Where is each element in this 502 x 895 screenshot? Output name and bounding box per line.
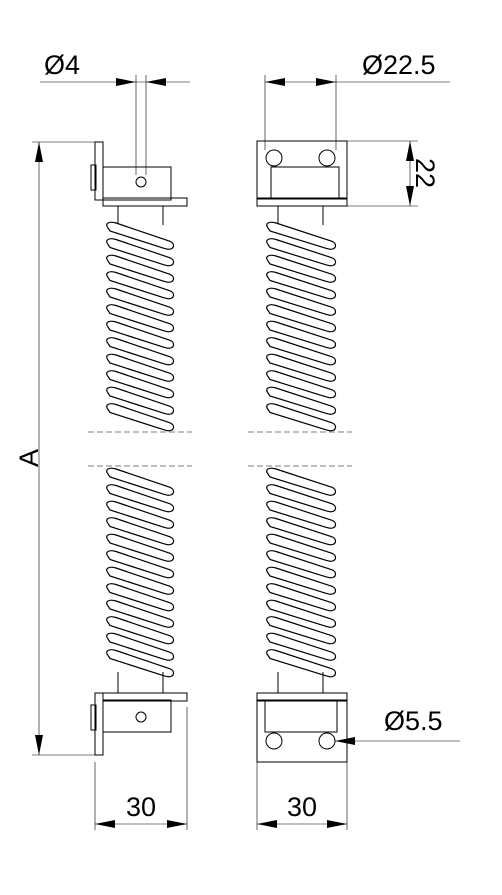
spring-coil: [266, 632, 337, 661]
dimension-right-width: 30: [256, 762, 348, 830]
spring-coil: [266, 353, 337, 382]
spring-coil: [106, 320, 175, 349]
spring-coil: [266, 386, 337, 415]
dimension-left-width-label: 30: [126, 792, 156, 822]
spring-coil: [106, 632, 175, 661]
right-bottom-bracket: [256, 672, 348, 763]
spring-coil: [106, 583, 175, 612]
left-spring-upper: [106, 221, 175, 432]
spring-coil: [106, 517, 175, 546]
dimension-overall-length-label: A: [14, 449, 44, 467]
spring-coil: [266, 320, 337, 349]
dimension-spring-diameter: Ø22.5: [264, 50, 450, 150]
spring-coil: [106, 403, 175, 432]
dimension-bracket-height: 22: [347, 140, 440, 207]
spring-coil: [266, 370, 337, 399]
spring-coil: [266, 500, 337, 529]
spring-coil: [106, 238, 175, 267]
spring-coil: [266, 533, 337, 562]
spring-coil: [266, 616, 337, 645]
left-bottom-bracket: [90, 672, 188, 756]
dimension-bottom-hole-diameter: Ø5.5: [335, 706, 460, 745]
spring-coil: [106, 386, 175, 415]
spring-coil: [266, 238, 337, 267]
left-spring-lower: [106, 467, 175, 678]
right-front-view: [248, 140, 352, 763]
spring-coil: [266, 649, 337, 678]
spring-coil: [106, 550, 175, 579]
spring-coil: [266, 599, 337, 628]
dimension-bracket-height-label: 22: [410, 158, 440, 188]
spring-coil: [106, 649, 175, 678]
spring-coil: [106, 287, 175, 316]
left-side-view: [88, 141, 192, 756]
spring-coil: [266, 484, 337, 513]
right-top-bracket: [256, 140, 348, 225]
spring-coil: [106, 467, 175, 496]
spring-coil: [106, 566, 175, 595]
right-spring-upper: [266, 221, 337, 432]
spring-coil: [266, 550, 337, 579]
spring-coil: [106, 221, 175, 250]
spring-coil: [266, 254, 337, 283]
spring-coil: [266, 304, 337, 333]
spring-coil: [106, 370, 175, 399]
spring-coil: [106, 271, 175, 300]
spring-coil: [106, 304, 175, 333]
spring-coil: [266, 403, 337, 432]
spring-coil: [106, 484, 175, 513]
spring-coil: [106, 337, 175, 366]
dimension-right-width-label: 30: [287, 792, 317, 822]
spring-coil: [266, 566, 337, 595]
spring-coil: [266, 221, 337, 250]
dimension-bottom-hole-diameter-label: Ø5.5: [384, 706, 443, 736]
dimension-hole-diameter: Ø4: [40, 50, 190, 175]
right-spring-lower: [266, 467, 337, 678]
spring-coil: [106, 599, 175, 628]
spring-coil: [266, 467, 337, 496]
dimension-overall-length: A: [14, 141, 95, 756]
dimension-spring-diameter-label: Ø22.5: [362, 50, 436, 80]
spring-coil: [266, 517, 337, 546]
spring-coil: [106, 500, 175, 529]
spring-coil: [266, 337, 337, 366]
spring-coil: [266, 583, 337, 612]
dimension-hole-diameter-label: Ø4: [44, 50, 80, 80]
spring-coil: [106, 616, 175, 645]
dimension-left-width: 30: [94, 707, 188, 830]
spring-coil: [106, 533, 175, 562]
spring-coil: [266, 271, 337, 300]
spring-coil: [106, 353, 175, 382]
spring-coil: [106, 254, 175, 283]
left-top-bracket: [90, 141, 188, 225]
spring-coil: [266, 287, 337, 316]
